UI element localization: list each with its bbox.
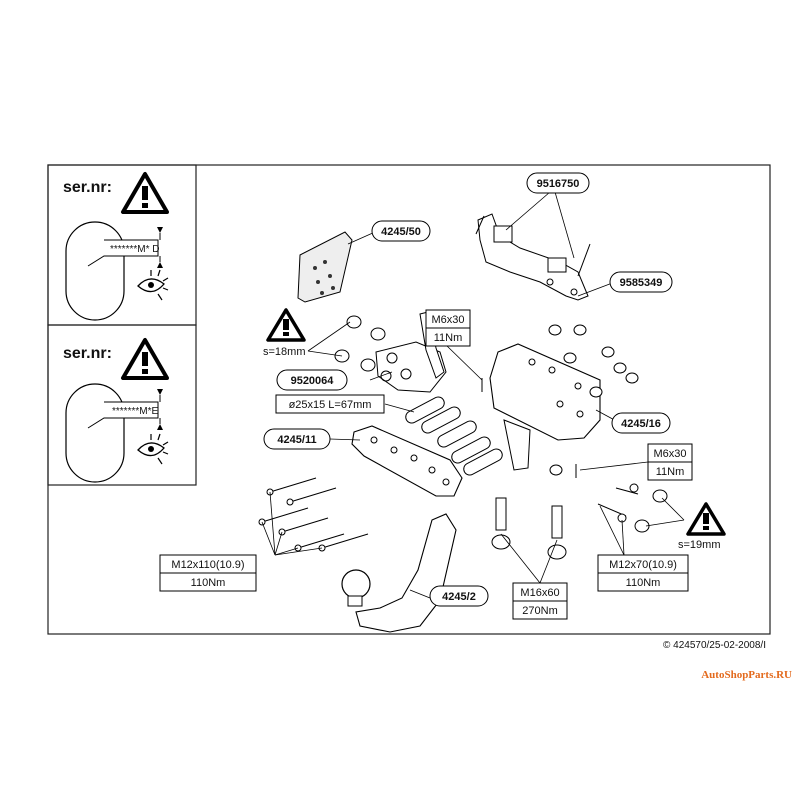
m12x110-spec: M12x110(10.9) 110Nm bbox=[159, 554, 257, 592]
nuts-left-drawing bbox=[334, 315, 386, 372]
m12x70-spec: M12x70(10.9) 110Nm bbox=[597, 554, 689, 592]
torque-label: 110Nm bbox=[191, 577, 226, 589]
part-4245-16-callout: 4245/16 bbox=[611, 412, 671, 434]
warning-icon bbox=[121, 338, 169, 380]
bolt-size-label: M16x60 bbox=[520, 587, 559, 599]
tow-ball-drawing bbox=[341, 513, 457, 633]
spacer-spec-label: ø25x15 L=67mm bbox=[289, 399, 372, 411]
m16-bolts-drawing bbox=[491, 497, 567, 560]
m6-bolts-drawing bbox=[481, 378, 577, 478]
serial-panel-bottom bbox=[47, 324, 197, 486]
spacer-spec: ø25x15 L=67mm bbox=[275, 394, 385, 414]
m6x30-right-spec: M6x30 11Nm bbox=[647, 443, 693, 481]
spacer-tubes-drawing bbox=[405, 396, 503, 476]
torque-label: 11Nm bbox=[434, 332, 463, 344]
bolt-size-label: M6x30 bbox=[431, 314, 464, 326]
sernr-heading-bottom: ser.nr: bbox=[63, 345, 112, 362]
part-number-label: 4245/50 bbox=[381, 226, 421, 238]
m12x70-bolts-drawing bbox=[597, 483, 668, 533]
part-number-label: 4245/16 bbox=[621, 418, 661, 430]
warning-icon bbox=[266, 308, 306, 342]
long-bolts-drawing bbox=[258, 477, 369, 552]
bolt-size-label: M6x30 bbox=[653, 448, 686, 460]
torque-label: 110Nm bbox=[626, 577, 661, 589]
part-9585349-callout: 9585349 bbox=[609, 271, 673, 293]
socket-bracket-drawing bbox=[297, 231, 353, 303]
part-number-label: 4245/11 bbox=[277, 434, 316, 446]
part-9516750-callout: 9516750 bbox=[526, 172, 590, 194]
copyright-label: © 424570/25-02-2008/I bbox=[663, 640, 766, 651]
torque-label: 11Nm bbox=[656, 466, 685, 478]
part-9520064-callout: 9520064 bbox=[276, 369, 348, 391]
watermark-text: AutoShopParts.RU bbox=[701, 669, 792, 681]
oval-plate-top bbox=[65, 221, 163, 321]
warning-icon bbox=[121, 172, 169, 214]
bolt-size-label: M12x110(10.9) bbox=[171, 559, 244, 571]
part-number-label: 9520064 bbox=[291, 375, 335, 387]
part-4245-11-callout: 4245/11 bbox=[263, 428, 331, 450]
serial-marking-bottom: *******M*E bbox=[112, 406, 158, 417]
m16x60-spec: M16x60 270Nm bbox=[512, 582, 568, 620]
part-number-label: 9585349 bbox=[620, 277, 663, 289]
mounting-bracket-drawing bbox=[475, 213, 591, 301]
nuts-right-drawing bbox=[548, 324, 639, 476]
part-4245-50-callout: 4245/50 bbox=[371, 220, 431, 242]
part-4245-2-callout: 4245/2 bbox=[429, 585, 489, 607]
oval-plate-bottom bbox=[65, 383, 163, 483]
part-number-label: 4245/2 bbox=[442, 591, 476, 603]
leader-lines bbox=[261, 191, 685, 599]
warning-icon bbox=[686, 502, 726, 536]
wrench-size-label-right: s=19mm bbox=[678, 539, 721, 551]
wrench-size-label-left: s=18mm bbox=[263, 346, 306, 358]
serial-marking-top: *******M* D bbox=[110, 244, 159, 255]
sernr-heading-top: ser.nr: bbox=[63, 179, 112, 196]
part-number-label: 9516750 bbox=[537, 178, 580, 190]
crossmember-drawing bbox=[489, 343, 601, 471]
eye-icon bbox=[137, 269, 169, 301]
torque-label: 270Nm bbox=[522, 605, 557, 617]
eye-icon bbox=[137, 433, 169, 465]
m6x30-top-spec: M6x30 11Nm bbox=[425, 309, 471, 347]
bolt-size-label: M12x70(10.9) bbox=[609, 559, 677, 571]
side-plate-drawing bbox=[351, 425, 463, 497]
